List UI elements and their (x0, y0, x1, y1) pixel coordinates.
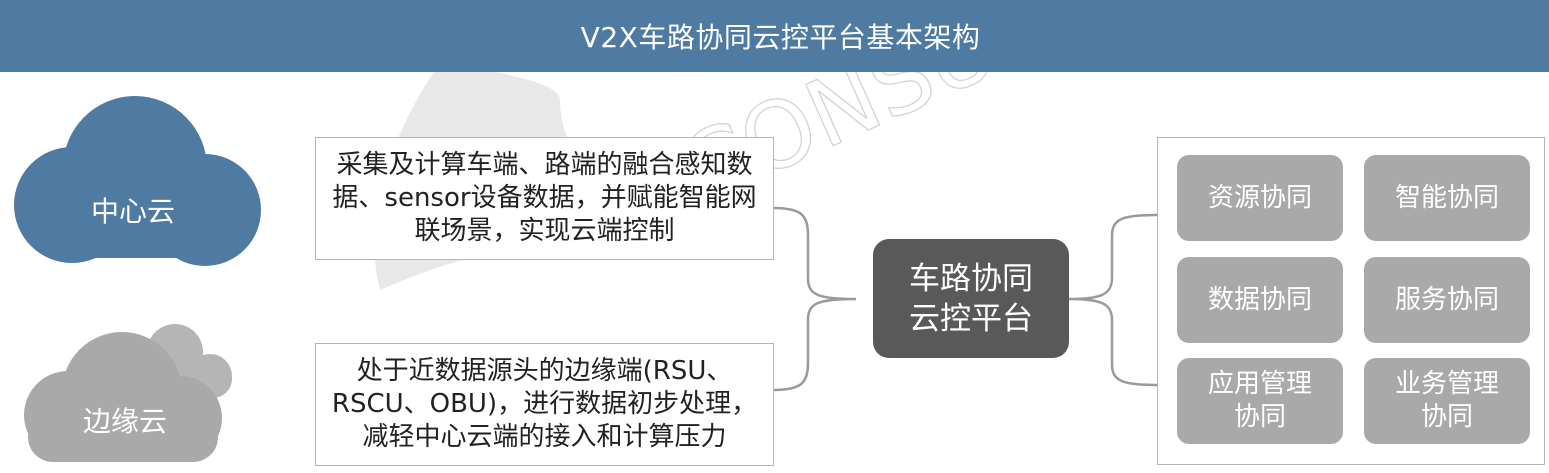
edge-cloud-description: 处于近数据源头的边缘端(RSU、RSCU、OBU)，进行数据初步处理，减轻中心云… (315, 343, 774, 466)
cloud-control-platform-node: 车路协同云控平台 (873, 239, 1069, 358)
center-cloud-label: 中心云 (90, 195, 175, 228)
right-brace-connector (1068, 213, 1158, 387)
center-cloud-description-text: 采集及计算车端、路端的融合感知数据、sensor设备数据，并赋能智能网联场景，实… (332, 150, 757, 246)
collaboration-tile-intelligence: 智能协同 (1364, 155, 1530, 241)
collaboration-tile-service: 服务协同 (1364, 257, 1530, 343)
edge-cloud-description-text: 处于近数据源头的边缘端(RSU、RSCU、OBU)，进行数据初步处理，减轻中心云… (331, 356, 758, 452)
collaboration-tile-resource: 资源协同 (1177, 155, 1343, 241)
collaboration-tile-label: 业务管理协同 (1394, 369, 1499, 432)
collaboration-tile-label: 服务协同 (1394, 284, 1499, 315)
center-cloud-shape (14, 96, 261, 266)
cloud-control-platform-label: 车路协同云控平台 (909, 260, 1033, 337)
edge-cloud-shape (24, 332, 222, 462)
collaboration-tile-label: 智能协同 (1394, 182, 1499, 213)
collaboration-tile-label: 应用管理协同 (1207, 369, 1312, 432)
collaboration-tile-data: 数据协同 (1177, 257, 1343, 343)
collaboration-tile-label: 数据协同 (1207, 284, 1312, 315)
edge-cloud-back-shape (126, 324, 232, 398)
collaboration-tile-business-management: 业务管理协同 (1364, 358, 1530, 444)
collaboration-tile-label: 资源协同 (1207, 182, 1312, 213)
left-brace-connector (772, 206, 857, 392)
edge-cloud-label: 边缘云 (82, 405, 167, 438)
page-title: V2X车路协同云控平台基本架构 (580, 21, 981, 54)
center-cloud-description: 采集及计算车端、路端的融合感知数据、sensor设备数据，并赋能智能网联场景，实… (315, 137, 774, 260)
collaboration-tile-app-management: 应用管理协同 (1177, 358, 1343, 444)
page-title-bar: V2X车路协同云控平台基本架构 (0, 0, 1549, 72)
